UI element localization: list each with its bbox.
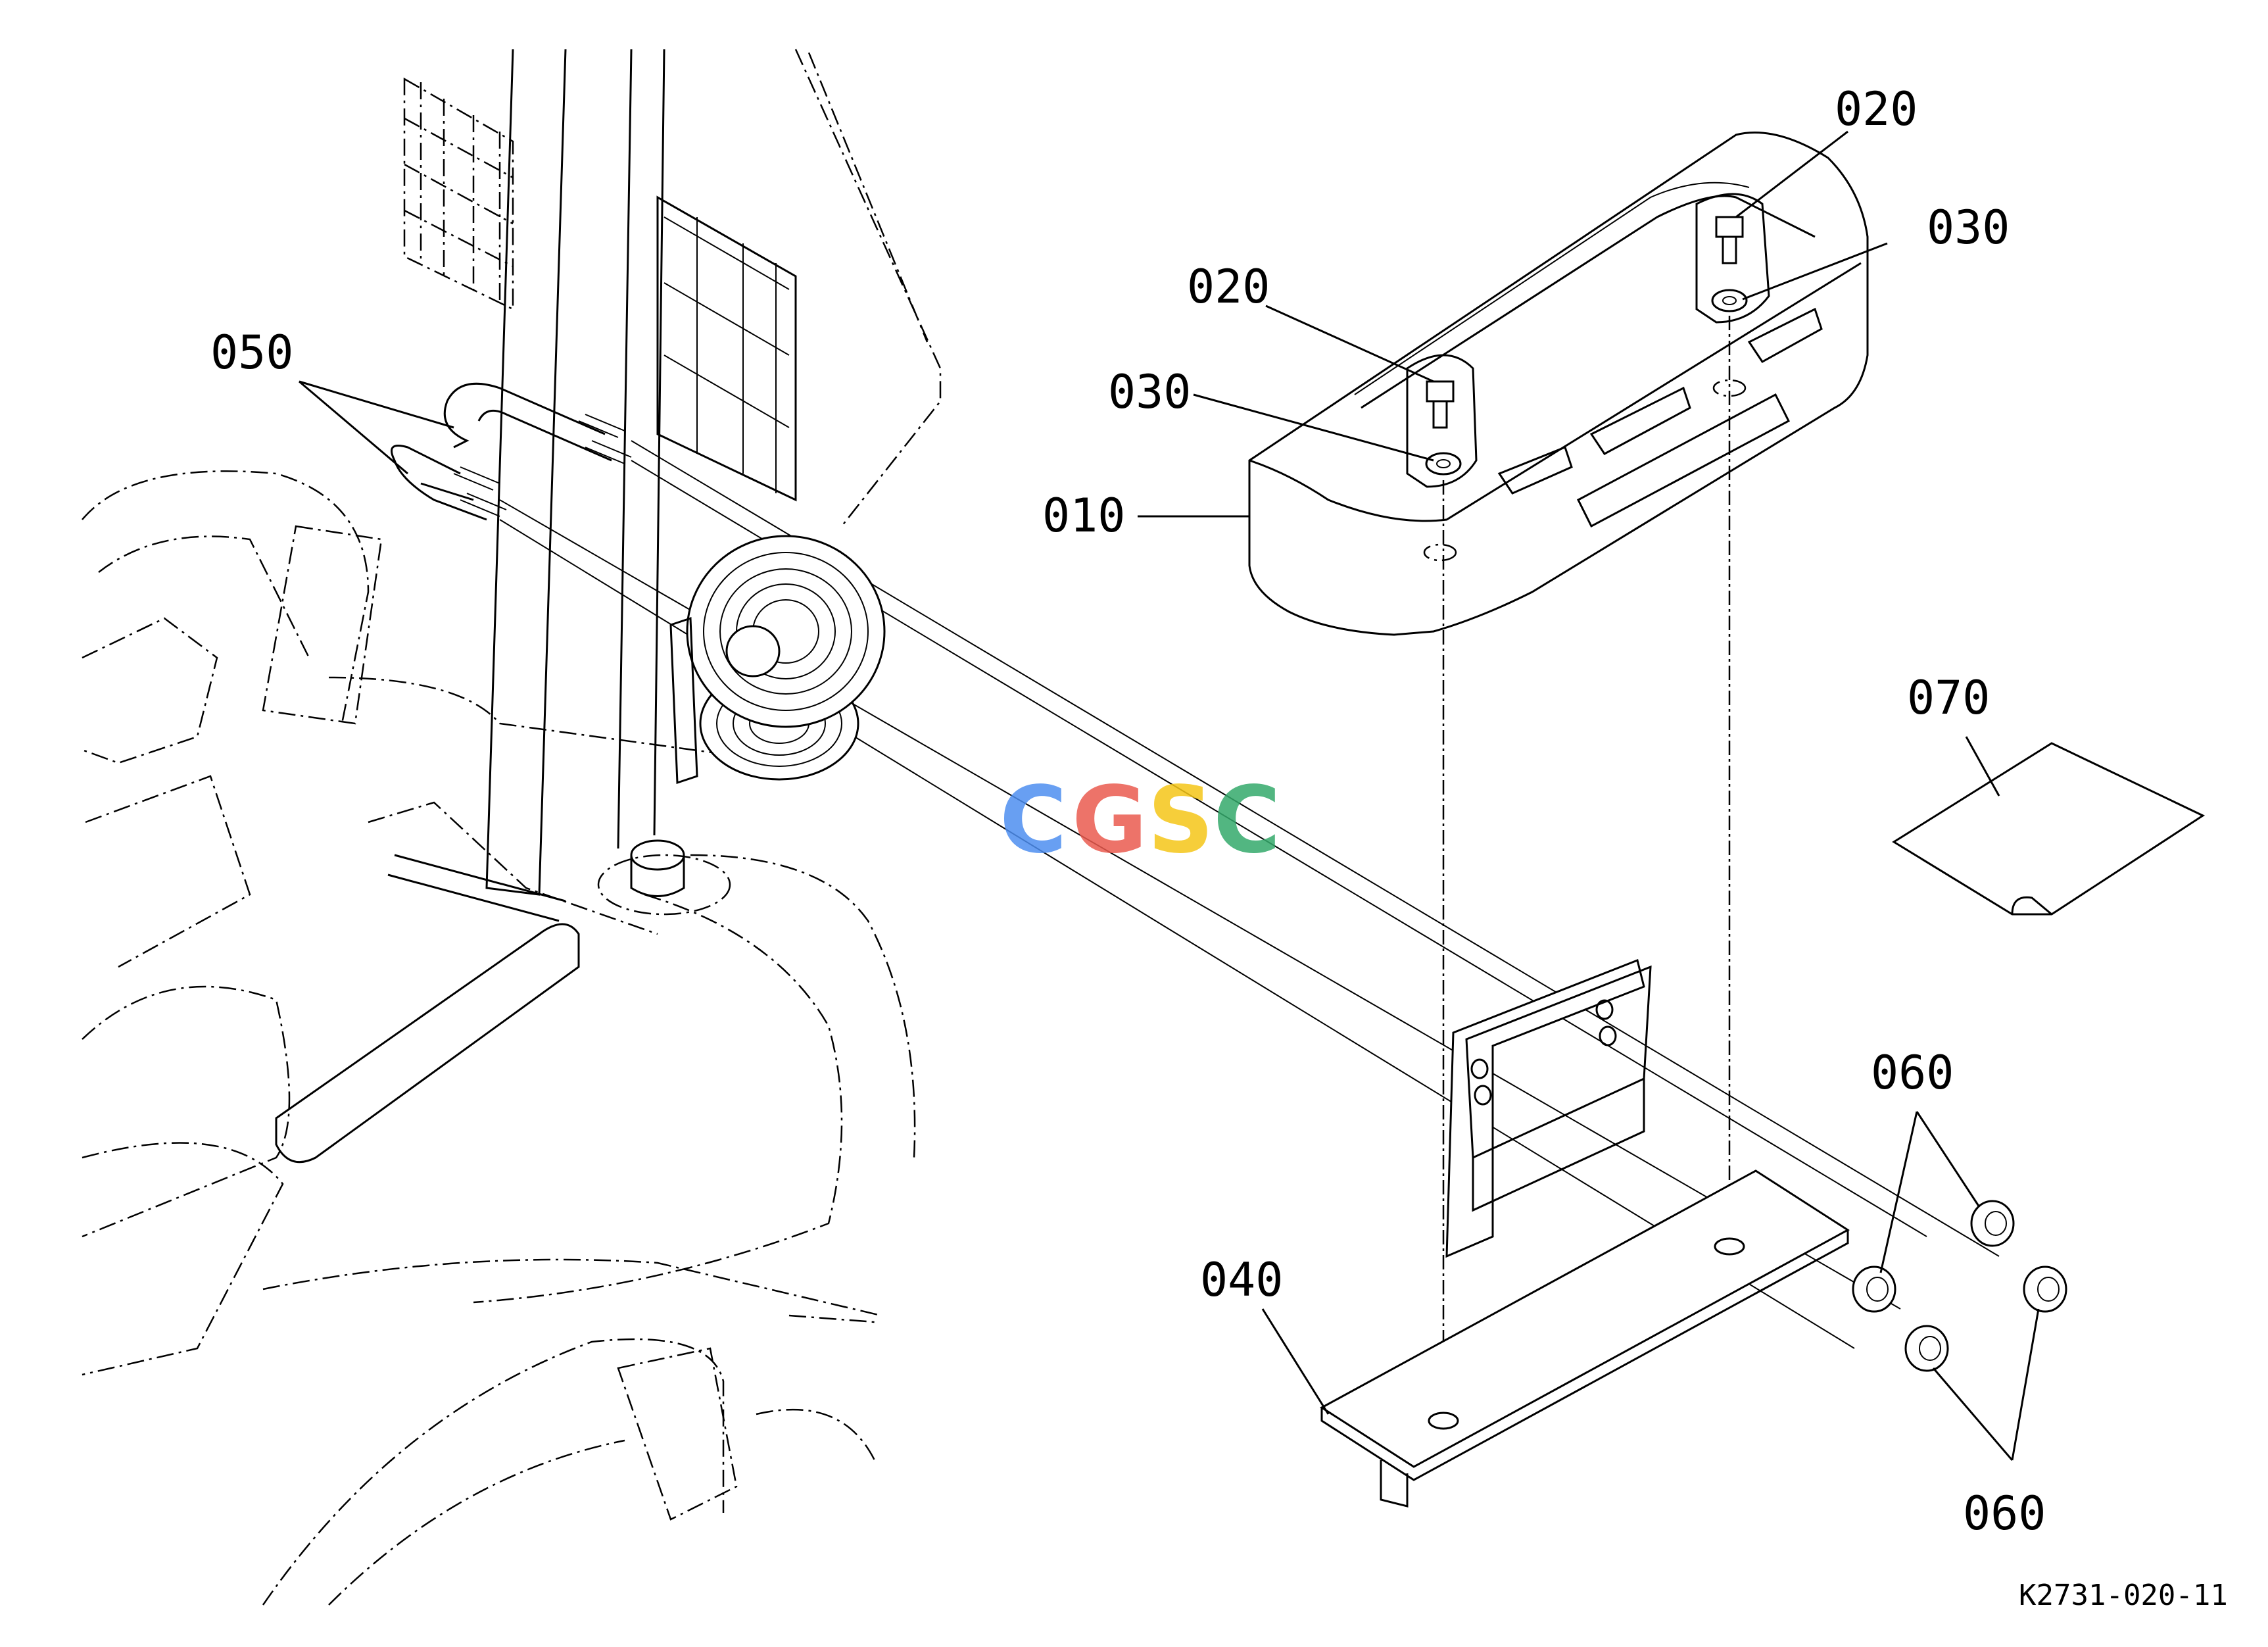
leader-lines xyxy=(299,130,2040,1461)
label-060-upper: 060 xyxy=(1871,1046,1954,1100)
washer-030 xyxy=(1425,289,1748,476)
flange-nut-060 xyxy=(1852,1200,2067,1372)
label-040: 040 xyxy=(1200,1253,1283,1307)
u-bolt-050 xyxy=(391,382,632,521)
label-030-left: 030 xyxy=(1108,365,1191,419)
weight-box-010 xyxy=(1248,132,1869,636)
decal-sheet-070 xyxy=(1892,742,2206,916)
bracket-040 xyxy=(1320,958,1850,1508)
label-020-left: 020 xyxy=(1187,260,1270,314)
tractor-body-phantom xyxy=(82,49,942,1606)
watermark-letter-2: G xyxy=(1072,767,1147,874)
horn-assembly xyxy=(669,535,886,785)
watermark-letter-3: S xyxy=(1147,767,1214,874)
label-020-right: 020 xyxy=(1835,82,1918,136)
watermark-letter-4: C xyxy=(1213,767,1281,874)
watermark-letter-1: C xyxy=(1000,767,1067,874)
label-030-right: 030 xyxy=(1927,201,2010,255)
part-labels: 050 010 020 030 020 030 070 040 060 060 xyxy=(210,82,2046,1540)
cgsc-watermark-logo: C G S C xyxy=(1000,767,1281,874)
figure-code: K2731-020-11 xyxy=(2019,1579,2228,1612)
label-070: 070 xyxy=(1907,671,1990,725)
bolt-020 xyxy=(1426,216,1744,429)
assembly-centerlines xyxy=(1442,316,1731,1421)
label-050: 050 xyxy=(210,326,293,380)
label-010: 010 xyxy=(1042,489,1125,543)
label-060-lower: 060 xyxy=(1963,1487,2046,1540)
